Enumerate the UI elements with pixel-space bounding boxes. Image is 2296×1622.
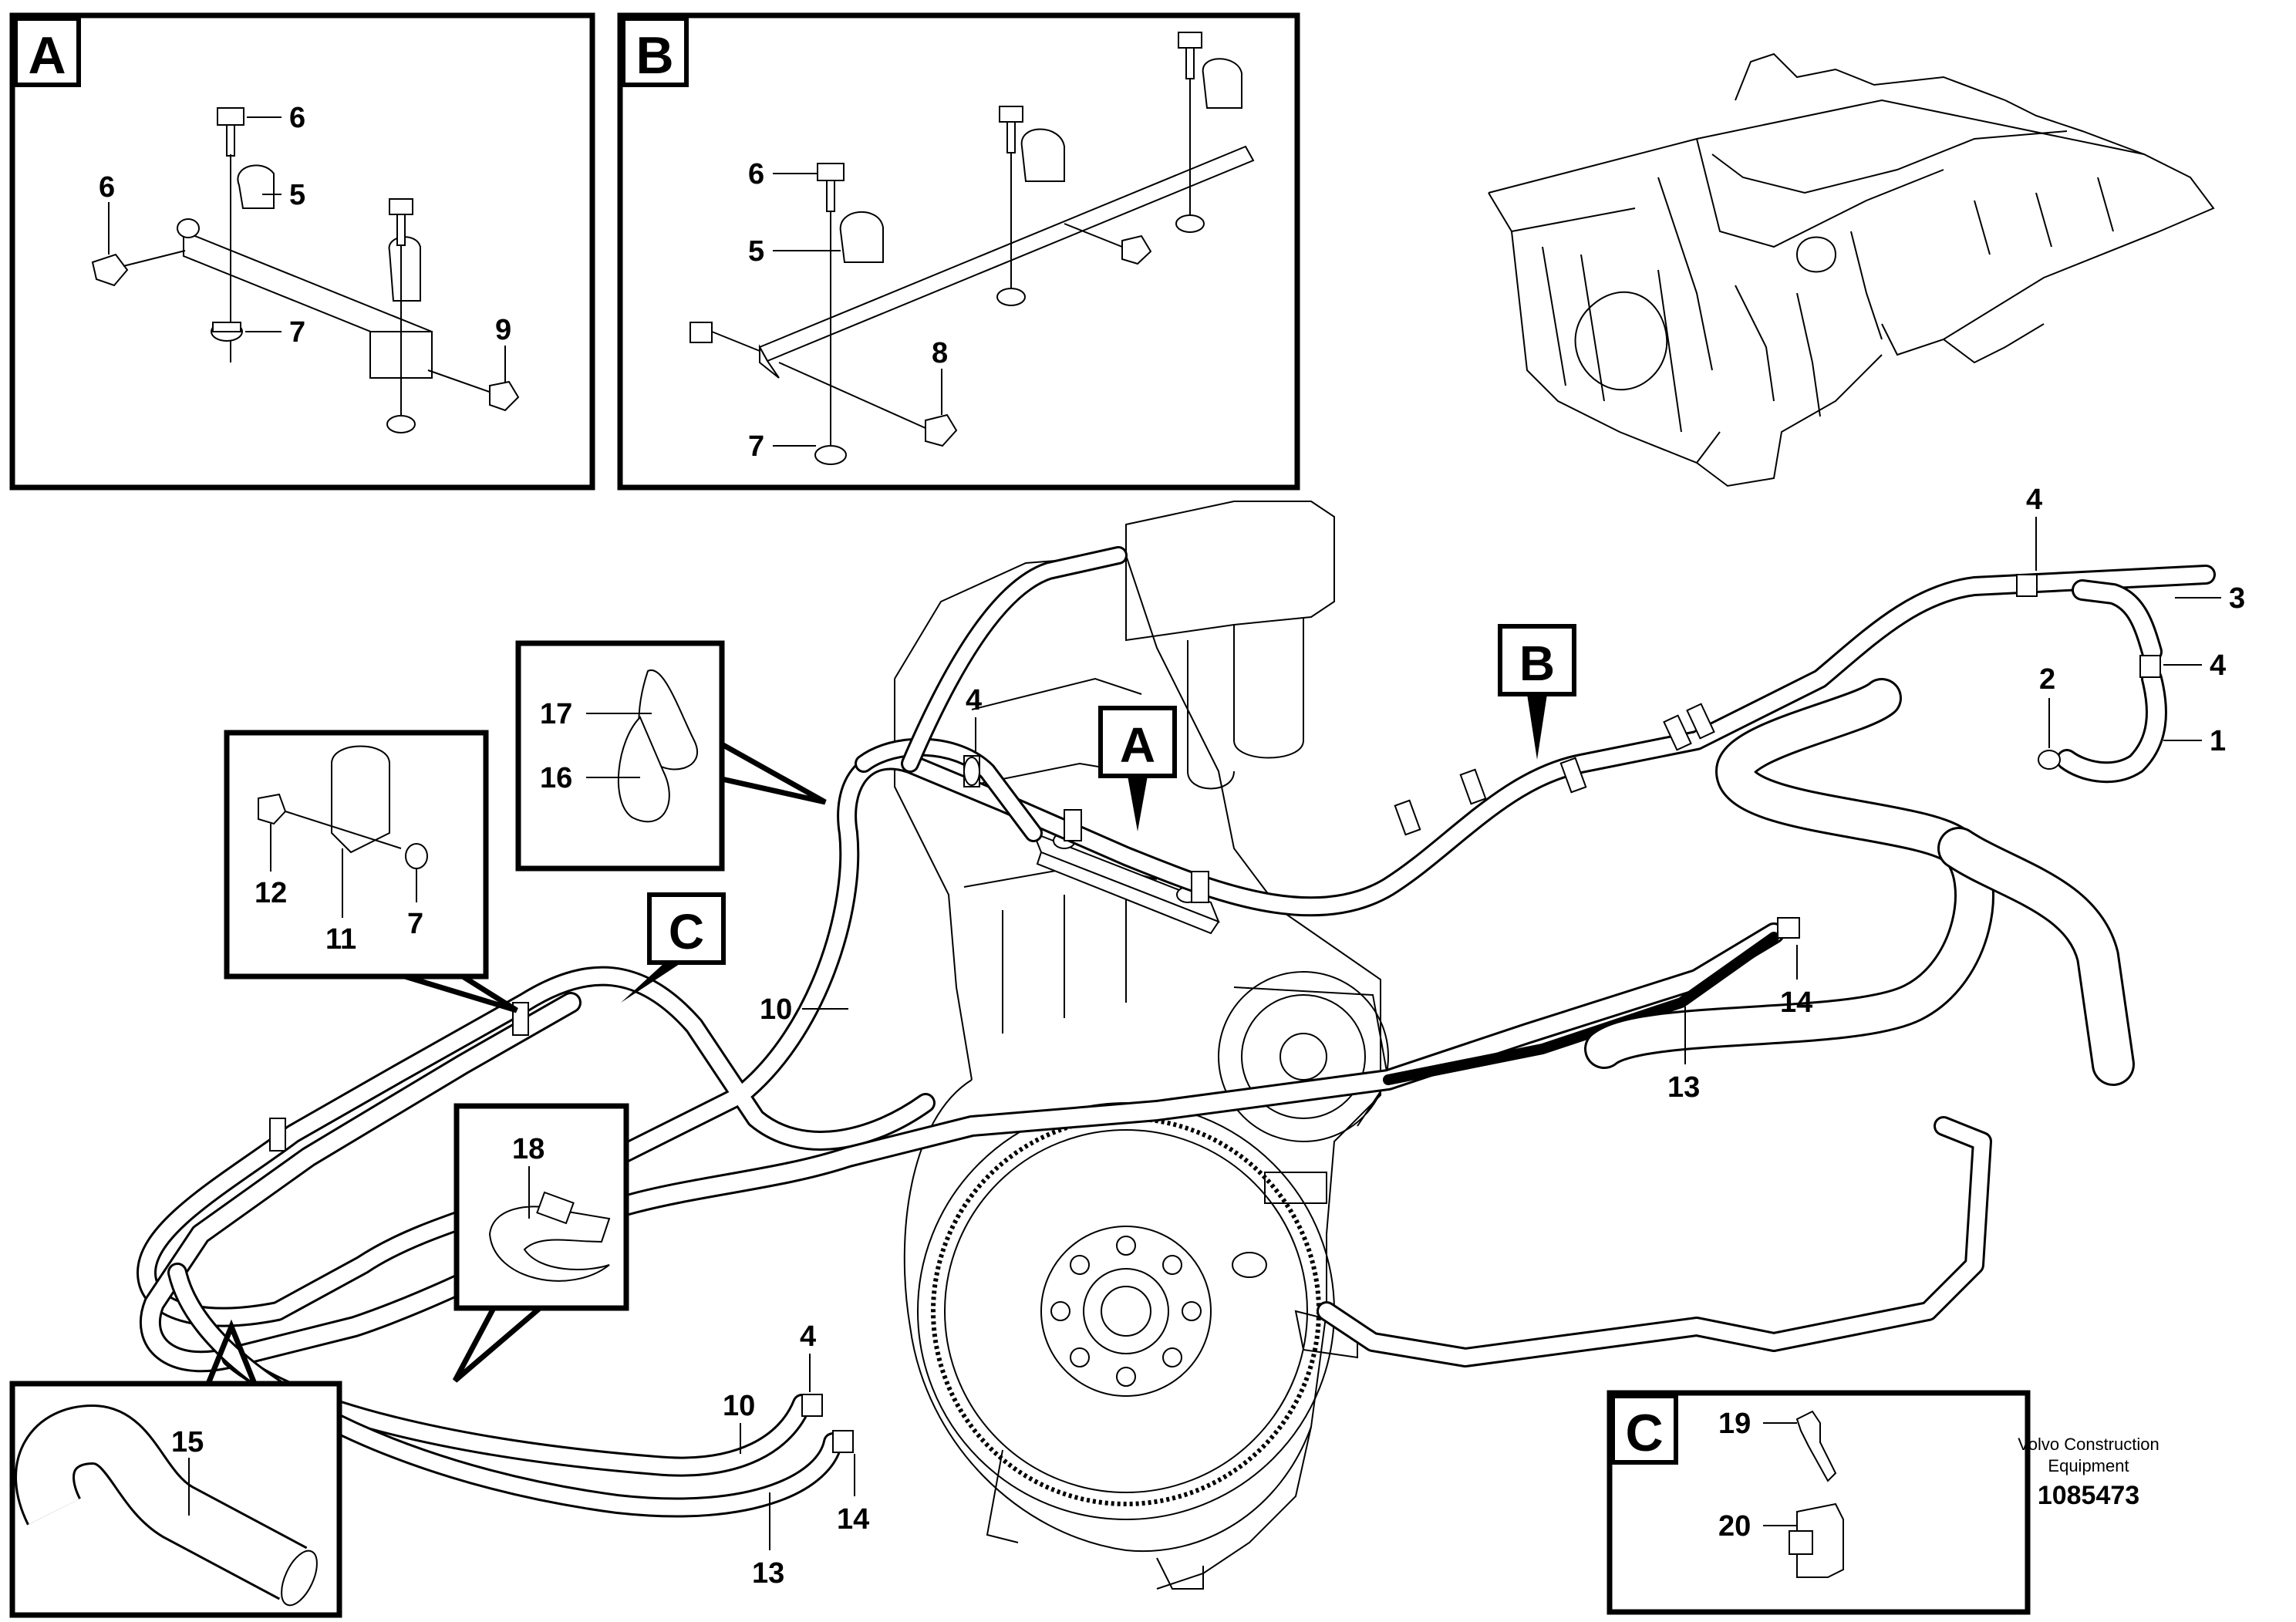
machine-frame-overview [1488,52,2215,487]
inset-c: C 19 20 [1607,1390,2031,1615]
main-callouts [740,517,2221,1550]
bolt-9 [427,369,520,412]
clip-20 [1796,1502,1844,1578]
callout-a-6-top: 6 [289,102,305,134]
callout-a-9: 9 [495,314,511,346]
detail-clip-group: 12 11 7 [224,730,518,1013]
callout-a-6-left: 6 [99,171,115,204]
view-marker-c: C [621,892,726,1003]
callout-14-bottom: 14 [837,1503,869,1536]
inset-a: A [9,12,595,491]
callout-4-bottom: 4 [800,1320,816,1353]
drawing-number: 1085473 [2038,1481,2139,1510]
callout-15: 15 [171,1426,204,1458]
callout-13-bottom: 13 [752,1557,784,1590]
bolt-b-6 [817,163,845,455]
inset-b: B [617,12,1300,491]
callout-4-right: 4 [2210,649,2226,682]
view-letter-a: A [1120,717,1155,773]
view-marker-a: A [1098,706,1177,831]
detail-ties: 17 16 [515,640,827,872]
bolt-6-left [91,250,186,287]
callout-10-mid: 10 [760,993,792,1026]
clip-right [388,236,421,302]
callout-17: 17 [540,698,572,730]
callout-b-5: 5 [748,235,764,268]
main-callout-labels: 4 3 4 2 1 4 10 13 14 4 10 14 13 [723,484,2245,1590]
bolt-b-side [1064,223,1152,265]
company-line-1: Volvo Construction [2018,1435,2159,1454]
callout-13-mid: 13 [1667,1071,1700,1104]
inset-a-letter: A [28,26,66,85]
footer: Volvo Construction Equipment 1085473 [2018,1435,2159,1510]
p-clip [331,745,390,854]
clip-5 [237,164,275,209]
callout-b-6: 6 [748,158,764,191]
detail-clamp: 18 [452,1103,629,1383]
callout-10-bottom: 10 [723,1390,755,1422]
bolt-b-mid [999,106,1023,293]
tie-loop-2 [617,716,670,823]
callout-7-detail: 7 [407,908,423,940]
clip-b-1 [839,211,884,263]
callout-a-5: 5 [289,179,305,211]
view-marker-b: B [1498,624,1576,760]
bolt-12 [258,793,402,849]
callout-12: 12 [255,877,287,909]
callout-b-8: 8 [932,337,948,369]
callout-1: 1 [2210,725,2226,757]
callout-11: 11 [325,923,356,956]
inset-b-letter: B [636,26,673,85]
hose-clamps [269,574,2161,1453]
bolt-right-top [389,198,413,432]
nut-7 [211,322,243,342]
callout-19: 19 [1718,1408,1751,1440]
clip-b-3 [1202,58,1242,109]
spacer [689,322,760,352]
hoses [137,546,2216,1518]
callout-2: 2 [2039,663,2055,696]
company-line-2: Equipment [2048,1456,2129,1475]
view-letter-b: B [1519,636,1555,691]
bolt-b-8 [778,362,958,447]
nut-bottom [386,415,416,433]
callout-14-right: 14 [1780,986,1812,1019]
inset-c-letter: C [1625,1404,1663,1462]
callout-20: 20 [1718,1510,1751,1543]
bracket-19 [1795,1410,1837,1482]
callout-4-mid: 4 [966,684,982,717]
callout-3: 3 [2229,582,2245,615]
detail-hose: 15 [9,1319,342,1618]
tie-loop [638,669,698,771]
callout-18: 18 [512,1133,544,1165]
bolt-b-right [1178,32,1202,224]
callout-a-7: 7 [289,316,305,349]
callout-b-7: 7 [748,430,764,463]
callout-16: 16 [540,762,572,794]
view-letter-c: C [669,904,704,959]
callout-4-top: 4 [2026,484,2042,516]
clip-b-2 [1020,128,1065,182]
